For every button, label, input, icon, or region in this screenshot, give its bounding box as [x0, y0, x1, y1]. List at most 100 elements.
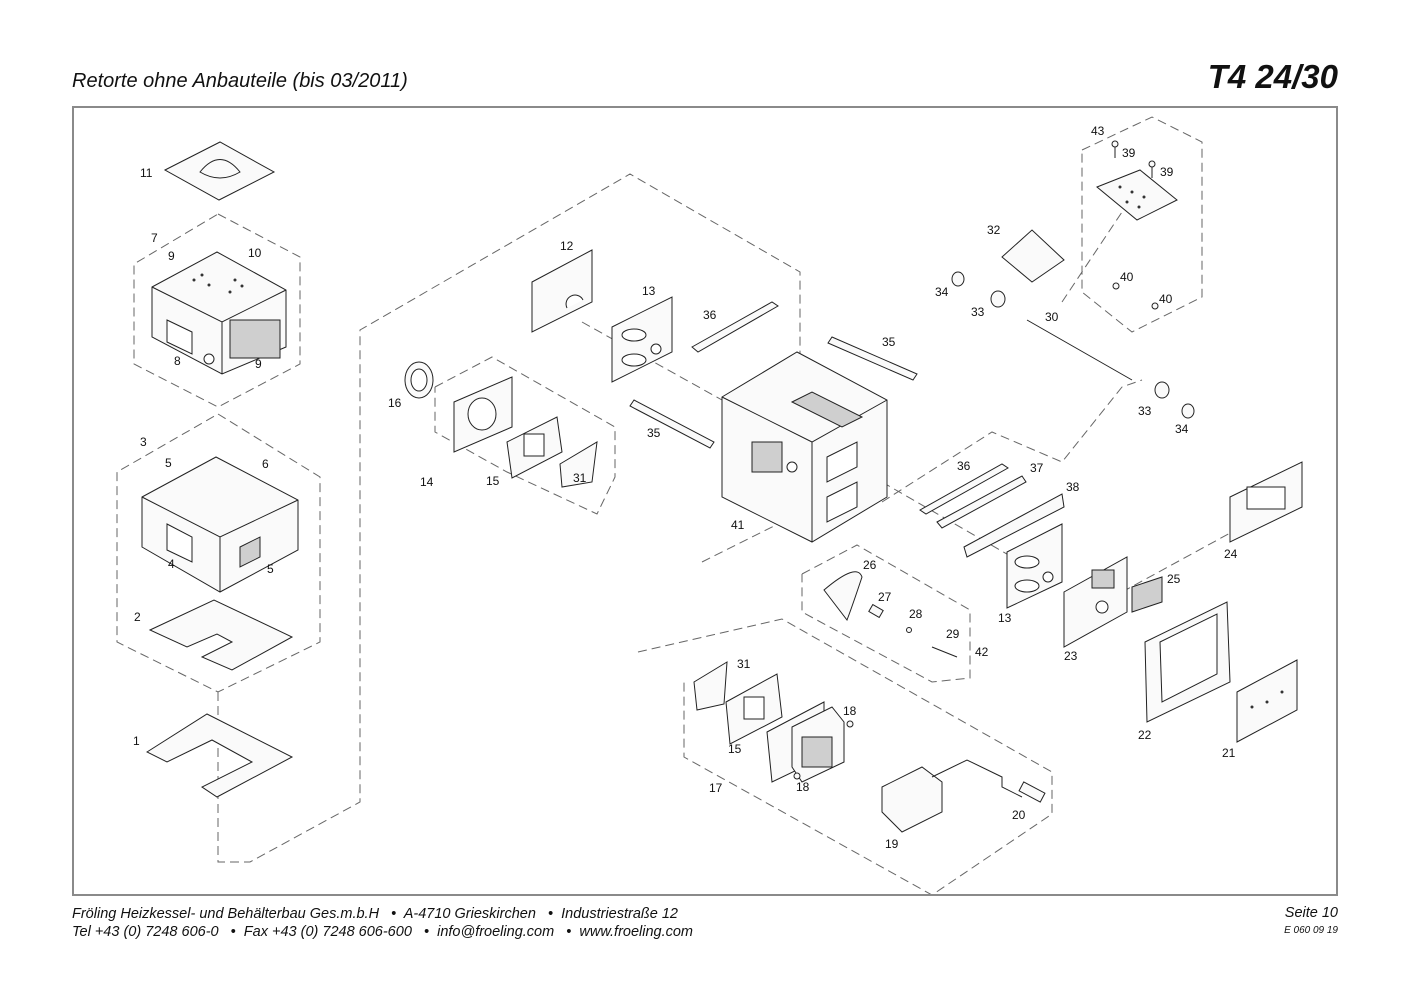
part-label: 27 — [878, 590, 892, 604]
part-19-holder — [881, 766, 943, 833]
part-label: 3 — [140, 435, 147, 449]
part-label: 34 — [1175, 422, 1189, 436]
part-label: 31 — [737, 657, 751, 671]
part-35-bar-left — [629, 399, 715, 449]
footer-company: Fröling Heizkessel- und Behälterbau Ges.… — [72, 905, 693, 941]
part-15-gasket — [506, 416, 563, 479]
group-outline-43 — [1081, 116, 1203, 333]
part-label: 36 — [703, 308, 717, 322]
part-30-shaft — [1026, 319, 1133, 381]
part-12-side-plate — [531, 249, 593, 333]
connector-left — [217, 173, 801, 863]
part-16-seal-ring — [404, 361, 434, 399]
part-36-bar-upper — [691, 301, 779, 353]
part-41-retort-body — [721, 351, 888, 543]
part-7-upper-casing — [151, 251, 287, 375]
part-label: 15 — [486, 474, 500, 488]
part-label: 39 — [1122, 146, 1136, 160]
part-11-cover-plate — [163, 141, 276, 201]
group-outline-42 — [801, 544, 971, 683]
part-28-pin — [906, 627, 912, 633]
page-title: Retorte ohne Anbauteile (bis 03/2011) — [72, 70, 408, 92]
part-label: 33 — [1138, 404, 1152, 418]
part-label: 28 — [909, 607, 923, 621]
part-label: 1 — [133, 734, 140, 748]
connector-hidden-3 — [1121, 531, 1233, 593]
part-label: 13 — [998, 611, 1012, 625]
part-2-base-plate — [148, 599, 294, 671]
part-label: 8 — [174, 354, 181, 368]
part-label: 14 — [420, 475, 434, 489]
document-code: E 060 09 19 — [1284, 925, 1338, 936]
part-22-frame — [1144, 601, 1231, 723]
part-label: 5 — [165, 456, 172, 470]
group-outline-17 — [637, 618, 1053, 894]
part-17-feed-channel — [766, 701, 845, 783]
part-3-lower-casing — [141, 456, 299, 593]
part-label: 5 — [267, 562, 274, 576]
footer-contact-line: Tel +43 (0) 7248 606-0 • Fax +43 (0) 724… — [72, 924, 694, 940]
part-label: 10 — [248, 246, 262, 260]
part-label: 31 — [573, 471, 587, 485]
part-label: 18 — [843, 704, 857, 718]
part-label: 22 — [1138, 728, 1152, 742]
part-label: 39 — [1160, 165, 1174, 179]
part-label: 35 — [882, 335, 896, 349]
part-37-strip — [936, 475, 1027, 529]
part-label: 6 — [262, 457, 269, 471]
part-39-screw — [1111, 140, 1156, 178]
part-23-door-frame — [1063, 556, 1128, 648]
part-label: 9 — [168, 249, 175, 263]
part-label: 18 — [796, 780, 810, 794]
part-18-screw-lower — [793, 772, 801, 780]
part-1-base-frame — [145, 713, 294, 798]
part-label: 25 — [1167, 572, 1181, 586]
part-24-door — [1229, 461, 1303, 543]
part-label: 29 — [946, 627, 960, 641]
part-label: 9 — [255, 357, 262, 371]
part-label: 15 — [728, 742, 742, 756]
part-31-bracket — [559, 441, 598, 488]
part-label: 26 — [863, 558, 877, 572]
part-20-handle-rod — [931, 759, 1046, 803]
footer-address-line: Fröling Heizkessel- und Behälterbau Ges.… — [72, 906, 678, 922]
part-26-flap — [823, 571, 863, 622]
part-label: 35 — [647, 426, 661, 440]
part-labels: 1 2 3 4 5 5 6 7 8 9 9 10 11 12 13 13 14 … — [133, 124, 1238, 851]
part-label: 12 — [560, 239, 574, 253]
part-label: 21 — [1222, 746, 1236, 760]
part-label: 38 — [1066, 480, 1080, 494]
part-40-nut — [1112, 282, 1159, 310]
connector-right — [881, 379, 1143, 503]
connector-hidden-5 — [701, 501, 823, 563]
part-label: 41 — [731, 518, 745, 532]
part-43-grate-plate — [1096, 169, 1178, 221]
part-34-bearing-left — [951, 271, 965, 287]
group-outline-7 — [133, 213, 301, 408]
part-13-inspection-plate-bottom — [1006, 523, 1063, 609]
part-38-angle-profile — [963, 493, 1065, 558]
part-label: 30 — [1045, 310, 1059, 324]
part-15-gasket-lower — [725, 673, 783, 745]
connector-hidden-4 — [1061, 211, 1123, 303]
connector-hidden-1 — [581, 321, 723, 401]
part-label: 19 — [885, 837, 899, 851]
part-33-washer-right — [1154, 381, 1170, 399]
part-36-bar-lower — [919, 463, 1009, 515]
part-label: 43 — [1091, 124, 1105, 138]
part-label: 7 — [151, 231, 158, 245]
part-label: 32 — [987, 223, 1001, 237]
exploded-view-frame: 1 2 3 4 5 5 6 7 8 9 9 10 11 12 13 13 14 … — [72, 106, 1338, 896]
part-label: 33 — [971, 305, 985, 319]
part-33-washer-left — [990, 290, 1006, 308]
part-label: 40 — [1159, 292, 1173, 306]
part-label: 36 — [957, 459, 971, 473]
part-label: 17 — [709, 781, 723, 795]
part-label: 20 — [1012, 808, 1026, 822]
part-14-flange-plate — [453, 376, 513, 453]
part-label: 34 — [935, 285, 949, 299]
exploded-view-drawing: 1 2 3 4 5 5 6 7 8 9 9 10 11 12 13 13 14 … — [116, 116, 1303, 894]
page-number: Seite 10 — [1284, 905, 1338, 921]
part-label: 11 — [140, 166, 153, 180]
part-29-axle — [931, 646, 958, 658]
